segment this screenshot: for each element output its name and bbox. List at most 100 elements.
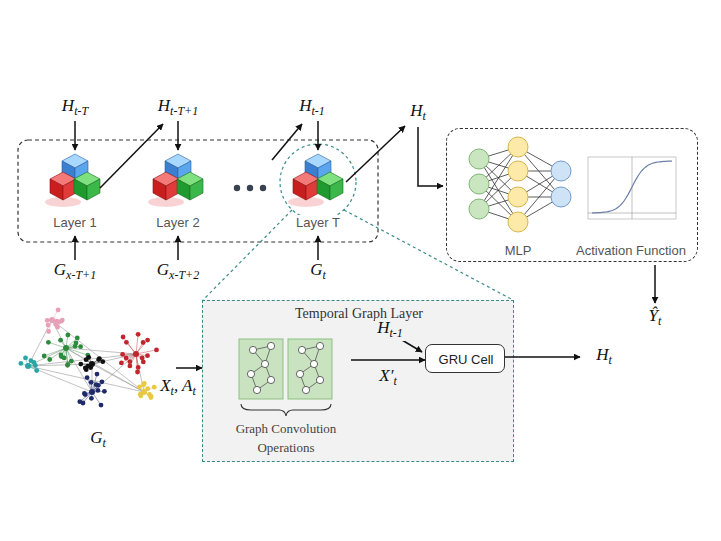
- mlp-neuron: [508, 137, 528, 157]
- cube-icon: [138, 145, 218, 211]
- gru-label: GRU Cell: [439, 352, 494, 367]
- state-arrow: [100, 124, 163, 188]
- graph-link: [66, 348, 92, 364]
- layer-block: Layer 2: [138, 145, 218, 237]
- math-label: Gt: [308, 261, 328, 283]
- cube-icon: [35, 145, 115, 211]
- cube-face: [177, 179, 190, 200]
- math-label: Ht: [408, 102, 428, 124]
- conv-label: Graph Convolution Operations: [221, 420, 351, 458]
- cube-face: [330, 179, 343, 200]
- graph-link: [92, 354, 136, 364]
- graph-vertex: [141, 389, 147, 395]
- cube-face: [74, 179, 87, 200]
- graph-vertex: [100, 379, 105, 384]
- mlp-panel: MLPActivation Function: [446, 128, 698, 262]
- zoom-line: [344, 210, 513, 300]
- brace: [241, 404, 331, 416]
- graph-vertex: [124, 340, 129, 345]
- gru-output-arrow: [505, 356, 580, 358]
- graph-vertex: [85, 375, 90, 380]
- graph-vertex: [42, 354, 47, 359]
- graph-input-arrow: [177, 236, 179, 260]
- graph-vertex: [81, 401, 86, 406]
- graph-vertex: [74, 341, 79, 346]
- graph-vertex: [94, 382, 99, 387]
- math-label: Gx-T+1: [52, 261, 98, 283]
- mlp-neuron: [469, 174, 489, 194]
- graph-vertex: [95, 372, 100, 377]
- graph-vertex: [46, 323, 51, 328]
- graph-vertex: [302, 386, 309, 393]
- graph-link: [92, 354, 136, 392]
- layers-group-box: [18, 140, 378, 242]
- graph-vertex: [261, 360, 268, 367]
- graph-vertex: [127, 359, 132, 364]
- graph-vertex: [120, 352, 125, 357]
- graph-link: [28, 354, 136, 366]
- output-arrow: [654, 265, 656, 303]
- graph-link: [123, 337, 136, 354]
- graph-vertex: [66, 333, 71, 338]
- graph-vertex: [58, 338, 63, 343]
- layer-block: Layer 1: [35, 145, 115, 237]
- graph-vertex: [34, 368, 39, 373]
- graph-vertex: [137, 384, 142, 389]
- graph-link: [66, 348, 136, 354]
- graph-vertex: [29, 358, 34, 363]
- graph-vertex: [145, 353, 150, 358]
- graph-vertex: [56, 308, 61, 313]
- state-arrow: [74, 121, 76, 150]
- graph-link: [66, 348, 88, 355]
- graph-vertex: [47, 357, 52, 362]
- edge-label: X′t: [377, 367, 398, 389]
- mlp-neuron: [469, 149, 489, 169]
- mlp-neuron: [508, 161, 528, 181]
- graph-vertex: [136, 332, 141, 337]
- layer-label: Layer 2: [154, 215, 201, 230]
- graph-link: [28, 366, 92, 392]
- zoom-circle: [280, 144, 356, 220]
- graph-vertex: [267, 342, 274, 349]
- state-arrow: [317, 121, 319, 150]
- cube-face: [317, 179, 330, 200]
- state-arrow: [418, 127, 443, 186]
- graph-vertex: [249, 346, 256, 353]
- math-label: Ht-1: [375, 319, 405, 341]
- graph-vertex: [296, 370, 303, 377]
- graph-vertex: [119, 361, 124, 366]
- graph-vertex: [124, 356, 129, 361]
- graph-vertex: [59, 353, 64, 358]
- graph-vertex: [253, 386, 260, 393]
- graph-vertex: [310, 360, 317, 367]
- graph-vertex: [89, 389, 95, 395]
- graph-snapshot: Gt: [8, 306, 176, 456]
- cube-face: [293, 179, 306, 200]
- graph-vertex: [82, 391, 87, 396]
- cube-face: [190, 179, 203, 200]
- math-label: Ht-1: [297, 97, 327, 119]
- graph-vertex: [45, 318, 50, 323]
- graph-link: [66, 348, 92, 392]
- graph-vertex: [96, 388, 101, 393]
- graph-vertex: [89, 380, 94, 385]
- graph-link: [52, 320, 144, 392]
- graph-vertex: [65, 363, 70, 368]
- graph-convolution-group: Graph Convolution Operations: [221, 334, 351, 461]
- math-label: Ht: [594, 346, 614, 368]
- connector-arrow: [176, 367, 202, 369]
- graph-vertex: [298, 346, 305, 353]
- graph-vertex: [33, 363, 38, 368]
- graph-vertex: [136, 365, 141, 370]
- graph-vertex: [141, 340, 146, 345]
- graph-vertex: [154, 348, 159, 353]
- graph-input-arrow: [317, 236, 319, 260]
- graph-vertex: [96, 357, 101, 362]
- edge-label: Xt, At: [158, 377, 198, 399]
- graph-vertex: [102, 389, 107, 394]
- mlp-neuron: [551, 161, 571, 181]
- activation-label: Activation Function: [576, 243, 686, 258]
- graph-vertex: [63, 345, 69, 351]
- graph-vertex: [99, 403, 104, 408]
- graph-vertex: [100, 359, 105, 364]
